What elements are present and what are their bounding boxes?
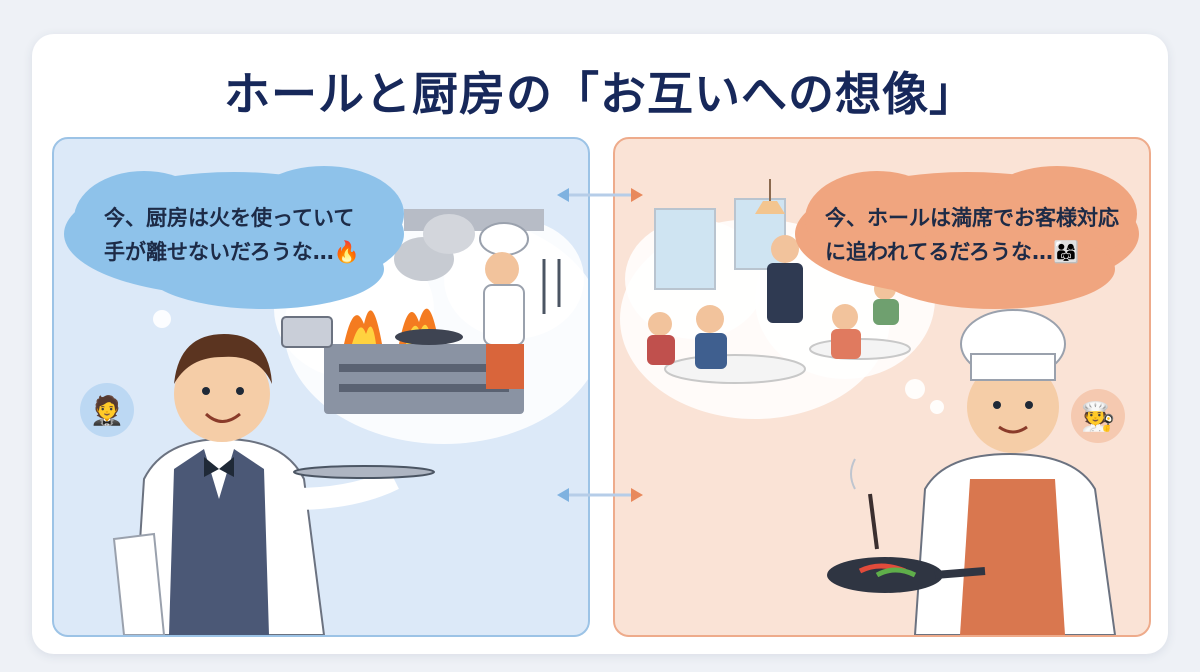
fire-icon: 🔥 — [333, 240, 360, 264]
chef-avatar-icon: 🧑‍🍳 — [1071, 389, 1125, 443]
kitchen-illustration — [620, 166, 1139, 635]
kitchen-thought-line1: 今、ホールは満席でお客様対応 — [825, 206, 1119, 230]
hall-thought-cloud — [64, 166, 404, 309]
chef-figure — [827, 309, 1117, 635]
page-title: ホールと厨房の「お互いへの想像」 — [224, 67, 976, 121]
kitchen-panel: 今、ホールは満席でお客様対応 に追われてるだろうな…👨‍👩‍👧 🧑‍🍳 — [613, 137, 1151, 637]
kitchen-thought-line2: に追われてるだろうな… — [825, 240, 1054, 264]
waiter-figure — [112, 334, 435, 635]
kitchen-thought-cloud — [795, 166, 1139, 309]
hall-thought-text: 今、厨房は火を使っていて 手が離せないだろうな…🔥 — [104, 201, 360, 269]
waiter-avatar-icon: 🤵 — [80, 383, 134, 437]
chef-emoji: 🧑‍🍳 — [1080, 399, 1116, 433]
hall-thought-line1: 今、厨房は火を使っていて — [104, 206, 355, 230]
kitchen-thought-text: 今、ホールは満席でお客様対応 に追われてるだろうな…👨‍👩‍👧 — [825, 201, 1119, 269]
dining-vignette — [620, 179, 935, 419]
hall-thought-line2: 手が離せないだろうな… — [104, 240, 334, 264]
hall-panel: 今、厨房は火を使っていて 手が離せないだろうな…🔥 🤵 — [52, 137, 590, 637]
top-double-arrow-icon — [557, 188, 643, 202]
waiter-emoji: 🤵 — [89, 393, 125, 427]
family-icon: 👨‍👩‍👧 — [1053, 240, 1080, 264]
bottom-double-arrow-icon — [557, 488, 643, 502]
hall-illustration — [64, 166, 588, 635]
